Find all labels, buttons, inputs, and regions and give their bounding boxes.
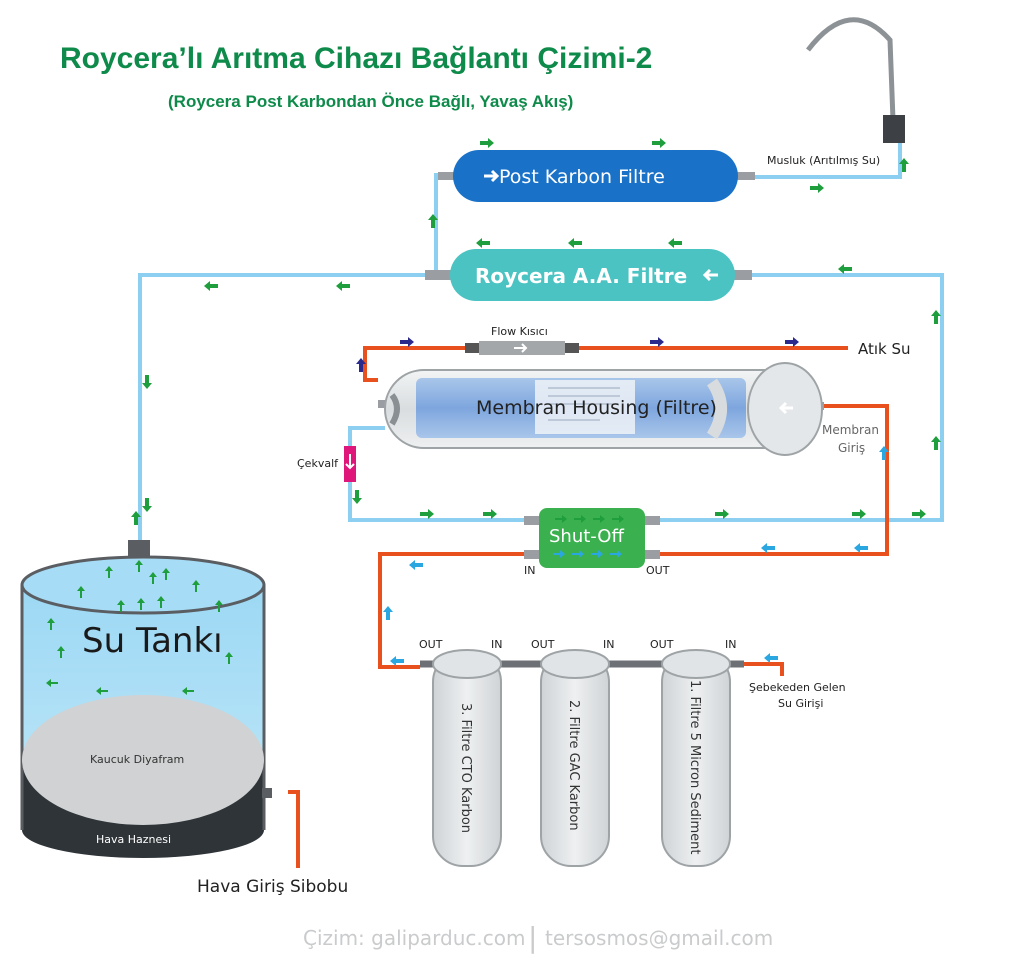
- post-carbon-label: Post Karbon Filtre: [499, 166, 665, 188]
- flow-arrows-green: [46, 138, 941, 695]
- arrow-left-icon: [778, 401, 793, 415]
- filter-2-out-label: OUT: [531, 638, 555, 651]
- check-valve-label: Çekvalf: [297, 457, 339, 470]
- filter-1-in-top-label: IN: [603, 638, 614, 651]
- post-carbon-filter: Post Karbon Filtre: [438, 150, 755, 202]
- diaphragm-label: Kaucuk Diyafram: [90, 753, 184, 766]
- shutoff-out-label: OUT: [646, 564, 670, 577]
- shutoff-in-label: IN: [524, 564, 535, 577]
- mains-inlet-label-2: Su Girişi: [778, 697, 823, 710]
- check-valve: [344, 446, 356, 482]
- membrane-label: Membran Housing (Filtre): [476, 397, 717, 419]
- membrane-housing: Membran Housing (Filtre): [378, 362, 824, 456]
- faucet-label: Musluk (Arıtılmış Su): [767, 154, 880, 167]
- diagram-subtitle: (Roycera Post Karbondan Önce Bağlı, Yava…: [168, 92, 573, 111]
- flow-restrictor: [465, 341, 579, 355]
- footer-left: Çizim: galiparduc.com: [303, 926, 525, 950]
- filter-3-label: 3. Filtre CTO Karbon: [458, 703, 473, 833]
- footer-right: tersosmos@gmail.com: [545, 926, 773, 950]
- filter-1: 1. Filtre 5 Micron Sediment: [661, 649, 731, 867]
- tank-label: Su Tankı: [82, 621, 223, 661]
- filter-1-out-label: OUT: [650, 638, 674, 651]
- filter-1-label: 1. Filtre 5 Micron Sediment: [687, 680, 702, 854]
- air-chamber-label: Hava Haznesi: [96, 833, 171, 846]
- membrane-inlet-label-1: Membran: [822, 423, 879, 437]
- flow-arrows-navy: [356, 337, 799, 372]
- filter-3: 3. Filtre CTO Karbon: [432, 649, 502, 867]
- filter-1-in-label: IN: [725, 638, 736, 651]
- roycera-filter: Roycera A.A. Filtre: [425, 249, 752, 301]
- arrow-right-icon: [484, 169, 500, 183]
- filter-3-out-label: OUT: [419, 638, 443, 651]
- roycera-label: Roycera A.A. Filtre: [475, 264, 687, 288]
- stage-filters: 3. Filtre CTO Karbon 2. Filtre GAC Karbo…: [432, 649, 731, 867]
- flow-restrictor-label: Flow Kısıcı: [491, 325, 548, 338]
- diagram-title: Roycera’lı Arıtma Cihazı Bağlantı Çizimi…: [60, 42, 652, 75]
- waste-water-label: Atık Su: [858, 340, 911, 358]
- mains-inlet-label-1: Şebekeden Gelen: [749, 681, 846, 694]
- shutoff-valve: Shut-Off: [524, 508, 660, 568]
- arrow-left-icon: [702, 268, 718, 282]
- water-tank: Su Tankı Kaucuk Diyafram Hava Haznesi: [20, 540, 272, 858]
- filter-2-label: 2. Filtre GAC Karbon: [566, 700, 581, 831]
- shutoff-label: Shut-Off: [549, 526, 624, 547]
- faucet-icon: [806, 17, 905, 143]
- filter-2: 2. Filtre GAC Karbon: [540, 649, 610, 867]
- air-valve-label: Hava Giriş Sibobu: [197, 877, 348, 897]
- footer-separator: |: [528, 921, 537, 954]
- flow-arrows-cyan: [383, 446, 889, 666]
- membrane-inlet-label-2: Giriş: [838, 441, 865, 455]
- filter-2-in-label: IN: [491, 638, 502, 651]
